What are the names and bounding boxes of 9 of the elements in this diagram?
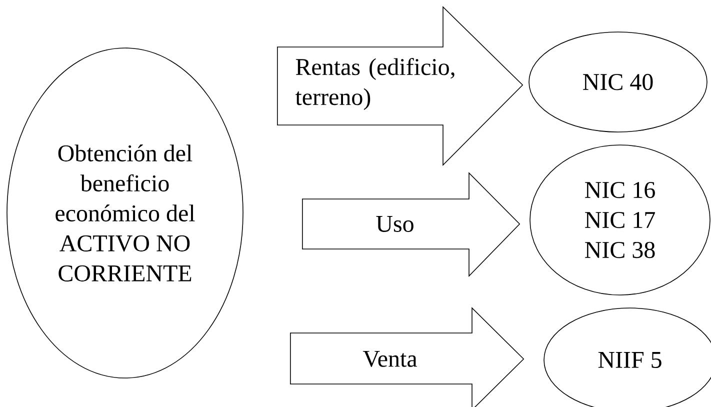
block-arrow [302,172,520,277]
edge-label: Venta [362,350,418,368]
edge-label: Rentas (edificio, terreno) [295,58,454,110]
block-arrow [277,6,524,166]
ellipse-node: NIC 16 NIC 17 NIC 38 [530,144,710,296]
ellipse-node: NIC 40 [528,32,708,132]
block-arrow [290,307,524,407]
ellipse-node: Obtención del beneficio económico del ACTIVO NO CORRIENTE [6,48,244,378]
edge-label: Uso [376,216,414,232]
